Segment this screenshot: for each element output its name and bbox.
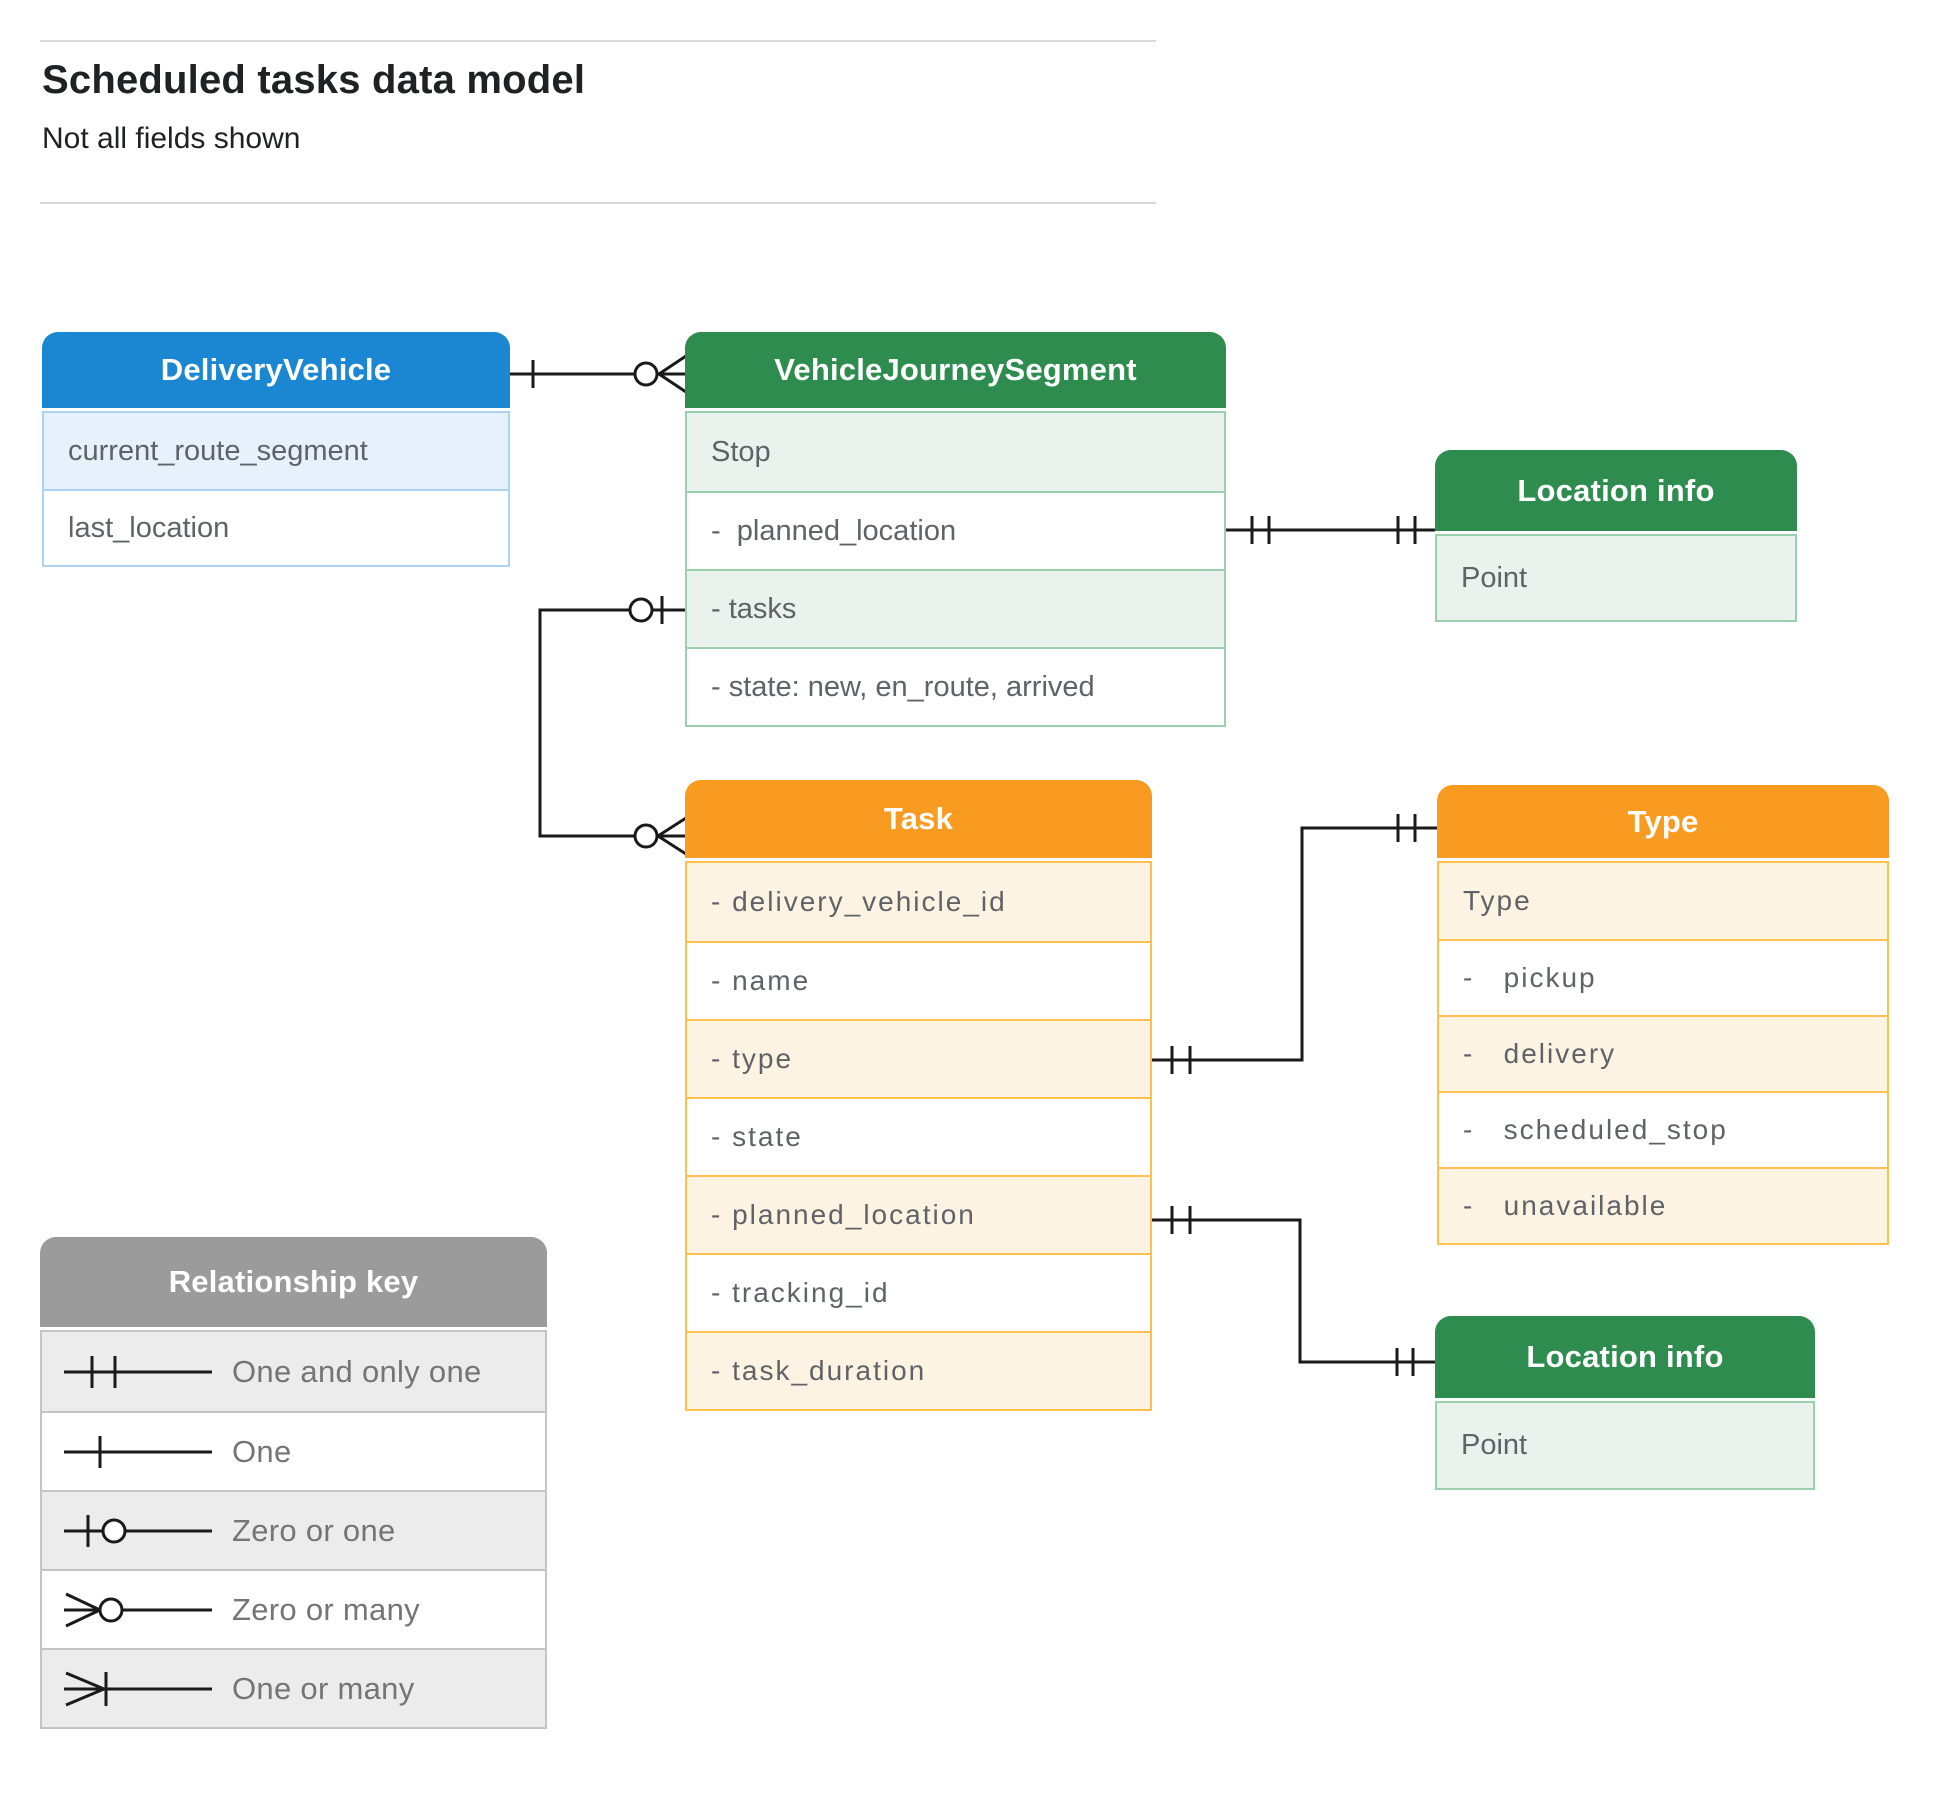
field-point: Point bbox=[1437, 536, 1795, 620]
field-unavailable: - unavailable bbox=[1439, 1167, 1887, 1243]
field-last-location: last_location bbox=[44, 489, 508, 565]
zero-or-many-icon bbox=[64, 1592, 212, 1627]
legend-label: One bbox=[232, 1433, 292, 1469]
entity-location-info-bottom-body: Point bbox=[1435, 1401, 1815, 1490]
entity-vehicle-journey-segment: VehicleJourneySegment Stop - planned_loc… bbox=[685, 332, 1226, 727]
entity-location-info-top-title: Location info bbox=[1435, 450, 1797, 531]
legend-label: One or many bbox=[232, 1670, 415, 1706]
entity-type: Type Type - pickup - delivery - schedule… bbox=[1437, 785, 1889, 1245]
field-state: - state bbox=[687, 1097, 1150, 1175]
field-planned-location: - planned_location bbox=[687, 1175, 1150, 1253]
relationship-key-body: One and only one One Zero or one bbox=[40, 1330, 547, 1729]
field-type: - type bbox=[687, 1019, 1150, 1097]
field-tracking-id: - tracking_id bbox=[687, 1253, 1150, 1331]
connector-task-plannedlocation-locationinfo-bottom bbox=[1152, 1206, 1435, 1376]
connector-vjs-tasks-task bbox=[538, 596, 687, 856]
relationship-key-title: Relationship key bbox=[40, 1237, 547, 1327]
relationship-key: Relationship key One and only one One bbox=[40, 1237, 547, 1729]
entity-location-info-bottom: Location info Point bbox=[1435, 1316, 1815, 1490]
field-current-route-segment: current_route_segment bbox=[44, 413, 508, 489]
top-rule bbox=[40, 40, 1156, 42]
legend-item-one: One bbox=[42, 1411, 545, 1490]
entity-task-body: - delivery_vehicle_id - name - type - st… bbox=[685, 861, 1152, 1411]
field-scheduled-stop: - scheduled_stop bbox=[1439, 1091, 1887, 1167]
field-delivery: - delivery bbox=[1439, 1015, 1887, 1091]
subtitle-rule bbox=[40, 202, 1156, 204]
entity-task: Task - delivery_vehicle_id - name - type… bbox=[685, 780, 1152, 1411]
entity-location-info-top: Location info Point bbox=[1435, 450, 1797, 622]
page-title: Scheduled tasks data model bbox=[42, 58, 586, 102]
one-or-many-icon bbox=[64, 1671, 212, 1706]
entity-type-body: Type - pickup - delivery - scheduled_sto… bbox=[1437, 861, 1889, 1245]
field-point: Point bbox=[1437, 1403, 1813, 1488]
legend-item-zero-or-many: Zero or many bbox=[42, 1569, 545, 1648]
connector-vjs-plannedlocation-locationinfo-top bbox=[1226, 516, 1435, 544]
legend-item-one-or-many: One or many bbox=[42, 1648, 545, 1727]
one-and-only-one-icon bbox=[64, 1355, 212, 1388]
field-tasks: - tasks bbox=[687, 569, 1224, 647]
page-subtitle: Not all fields shown bbox=[42, 122, 301, 155]
field-name: - name bbox=[687, 941, 1150, 1019]
zero-or-one-icon bbox=[64, 1514, 212, 1547]
entity-location-info-top-body: Point bbox=[1435, 534, 1797, 622]
legend-label: Zero or many bbox=[232, 1591, 420, 1627]
one-icon bbox=[64, 1435, 212, 1468]
entity-vehicle-journey-segment-title: VehicleJourneySegment bbox=[685, 332, 1226, 408]
field-state: - state: new, en_route, arrived bbox=[687, 647, 1224, 725]
legend-label: One and only one bbox=[232, 1353, 482, 1389]
field-pickup: - pickup bbox=[1439, 939, 1887, 1015]
legend-item-zero-or-one: Zero or one bbox=[42, 1490, 545, 1569]
legend-item-one-and-only-one: One and only one bbox=[42, 1332, 545, 1411]
entity-type-title: Type bbox=[1437, 785, 1889, 858]
entity-task-title: Task bbox=[685, 780, 1152, 858]
entity-delivery-vehicle: DeliveryVehicle current_route_segment la… bbox=[42, 332, 510, 567]
field-stop: Stop bbox=[687, 413, 1224, 491]
entity-delivery-vehicle-title: DeliveryVehicle bbox=[42, 332, 510, 408]
entity-vehicle-journey-segment-body: Stop - planned_location - tasks - state:… bbox=[685, 411, 1226, 727]
connector-task-type-type bbox=[1152, 814, 1437, 1074]
field-task-duration: - task_duration bbox=[687, 1331, 1150, 1409]
field-type-label: Type bbox=[1439, 863, 1887, 939]
field-delivery-vehicle-id: - delivery_vehicle_id bbox=[687, 863, 1150, 941]
entity-location-info-bottom-title: Location info bbox=[1435, 1316, 1815, 1398]
connector-deliveryvehicle-vehiclejourneysegment bbox=[510, 354, 687, 394]
field-planned-location: - planned_location bbox=[687, 491, 1224, 569]
legend-label: Zero or one bbox=[232, 1512, 396, 1548]
entity-delivery-vehicle-body: current_route_segment last_location bbox=[42, 411, 510, 567]
